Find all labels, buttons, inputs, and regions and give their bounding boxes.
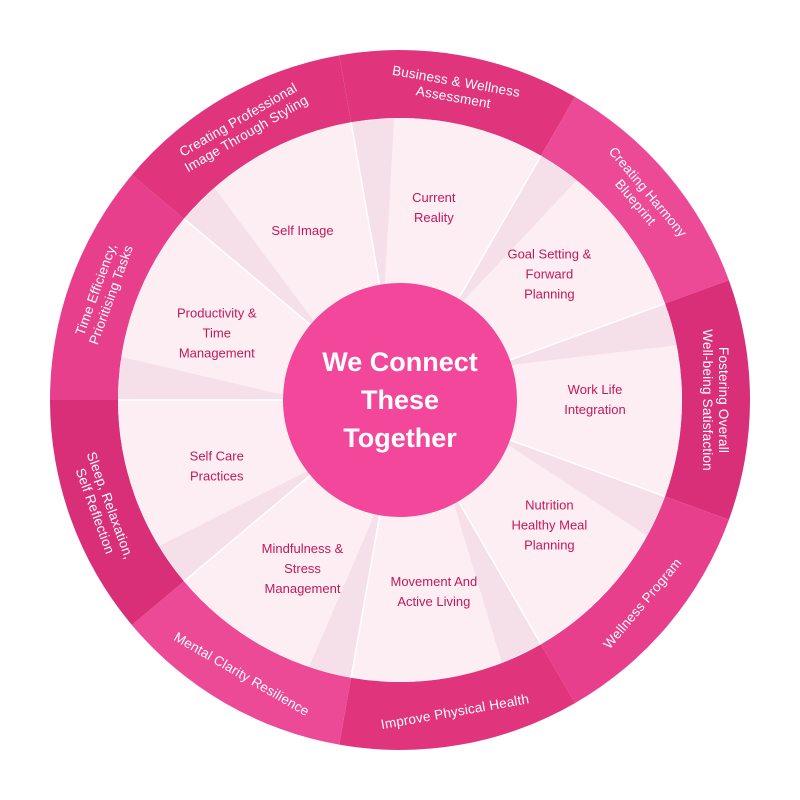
inner-segment: [351, 117, 541, 318]
outer-segment: [664, 280, 750, 520]
inner-segment-shadow: [183, 187, 328, 339]
outer-segment: [131, 581, 352, 745]
inner-segment-shadow: [118, 356, 305, 400]
outer-ring: [50, 49, 750, 751]
segment-divider: [489, 431, 666, 498]
segment-divider: [183, 218, 328, 340]
outer-segment: [50, 400, 184, 625]
segment-divider: [350, 122, 385, 307]
outer-segment: [50, 175, 184, 400]
inner-segment-shadow: [489, 432, 665, 536]
inner-segment: [118, 218, 328, 400]
center-circle: [283, 283, 517, 517]
segment-divider: [183, 460, 328, 582]
inner-segment: [118, 400, 328, 582]
inner-segment-shadow: [309, 493, 384, 678]
inner-segment-shadow: [158, 461, 328, 582]
inner-label: Self Image: [271, 223, 333, 238]
inner-segment: [183, 122, 384, 339]
inner-segment-shadow: [447, 155, 577, 318]
inner-segment-shadow: [447, 482, 541, 663]
outer-segment: [339, 644, 575, 751]
inner-segment-shadow: [489, 303, 677, 368]
outer-label: Fostering OverallWell-being Satisfaction: [700, 329, 731, 471]
outer-segment: [131, 55, 352, 219]
inner-ring: [118, 117, 682, 682]
segment-divider: [489, 302, 666, 369]
outer-segment: [541, 496, 729, 704]
segment-divider: [446, 155, 542, 319]
segment-divider: [446, 481, 542, 645]
segment-divider: [350, 493, 385, 678]
outer-segment: [339, 49, 575, 156]
outer-segment: [541, 96, 729, 304]
inner-segment: [447, 155, 665, 368]
inner-segment-shadow: [351, 118, 395, 307]
